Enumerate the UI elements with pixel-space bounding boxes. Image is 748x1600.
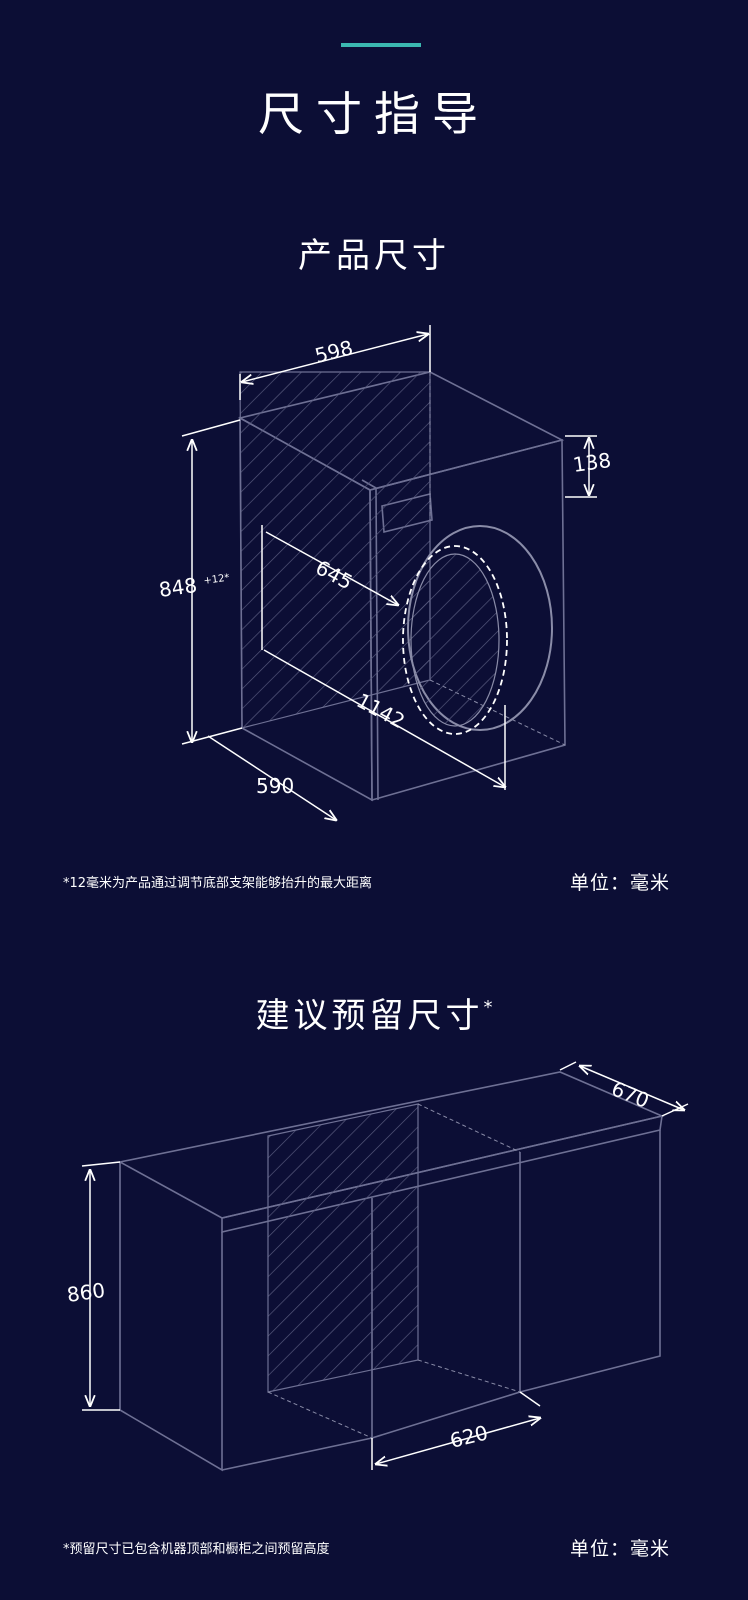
dim-height-860: 860 bbox=[65, 1278, 106, 1307]
product-section-title: 产品尺寸 bbox=[298, 236, 450, 276]
product-footnote: *12毫米为产品通过调节底部支架能够抬升的最大距离 bbox=[63, 876, 373, 891]
product-unit: 单位：毫米 bbox=[570, 872, 671, 894]
washer-dimension-diagram: 598 138 848 +12* 645 1142 590 bbox=[157, 325, 613, 860]
dim-top-138: 138 bbox=[571, 448, 612, 477]
reserve-title-mark: * bbox=[483, 997, 493, 1018]
dim-height-extra: +12* bbox=[203, 572, 230, 587]
reserve-space-hatch bbox=[267, 1103, 419, 1393]
reserve-section-title-text: 建议预留尺寸 bbox=[255, 996, 484, 1036]
dim-height-848: 848 bbox=[157, 573, 198, 602]
reserve-section-title: 建议预留尺寸* bbox=[0, 988, 748, 1037]
washer-side-hatch bbox=[239, 371, 431, 729]
cabinet-dimension-diagram: 670 860 620 bbox=[65, 1061, 689, 1472]
reserve-unit: 单位：毫米 bbox=[570, 1538, 671, 1560]
dim-width-598: 598 bbox=[312, 335, 355, 368]
page-title: 尺寸指导 bbox=[258, 87, 490, 141]
washer-door bbox=[402, 525, 553, 735]
dim-total-1142: 1142 bbox=[353, 688, 409, 733]
dim-width-620: 620 bbox=[447, 1420, 490, 1453]
dim-depth-670: 670 bbox=[608, 1076, 652, 1113]
accent-bar bbox=[341, 43, 421, 47]
reserve-footnote: *预留尺寸已包含机器顶部和橱柜之间预留高度 bbox=[63, 1542, 330, 1557]
dim-depth-590: 590 bbox=[256, 774, 294, 798]
